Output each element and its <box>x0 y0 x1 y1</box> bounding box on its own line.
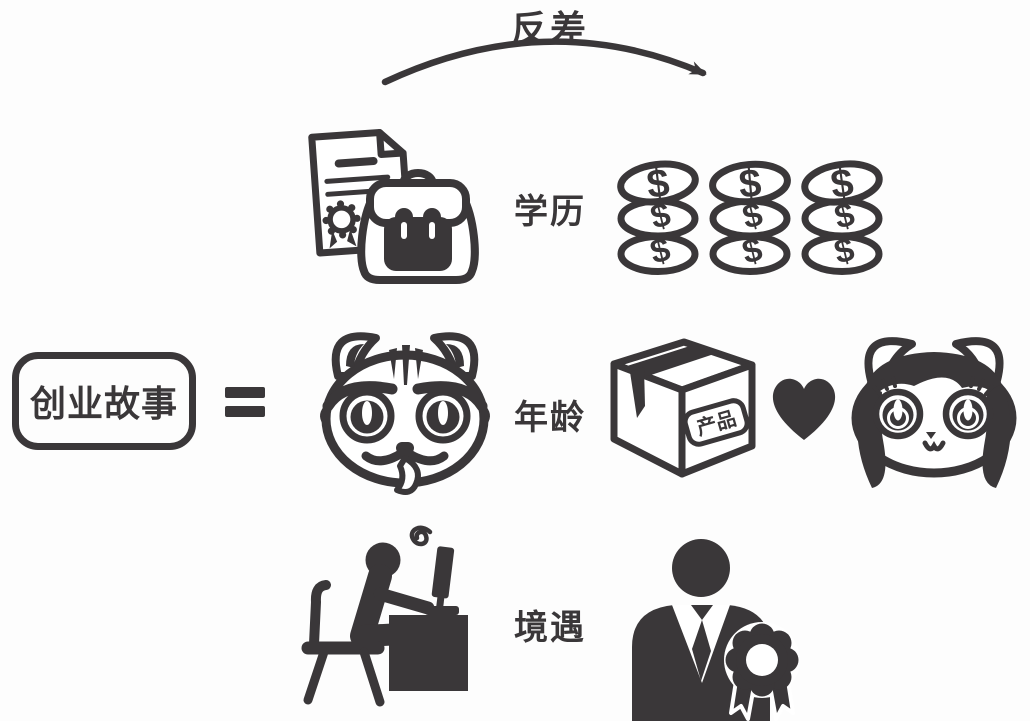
dollar-coin-stacks-icon: $ $ $ $ $ $ $ $ $ <box>617 160 883 275</box>
businessman-head <box>672 539 730 597</box>
girl-mouth <box>922 440 946 452</box>
old-cat-face-icon <box>320 332 490 495</box>
equals-bar <box>225 387 265 398</box>
coin-stack: $ $ $ <box>617 160 699 275</box>
startup-story-label: 创业故事 <box>29 383 178 424</box>
businessman-award-icon <box>632 539 800 721</box>
row-label-circumstance: 境遇 <box>514 609 586 647</box>
packing-tape <box>624 346 714 418</box>
cat-eyes <box>339 388 471 444</box>
row-label-age: 年龄 <box>514 399 586 437</box>
coin-stack: $ $ $ <box>709 160 791 275</box>
mustache <box>361 448 449 466</box>
forehead-stripes <box>389 345 423 385</box>
product-label: 产品 <box>682 398 750 447</box>
chair <box>301 580 385 707</box>
row-label-education: 学历 <box>514 193 586 231</box>
computer-monitor <box>425 546 459 615</box>
startup-story-box: 创业故事 <box>12 352 196 450</box>
diploma-school-bag-icon <box>308 129 479 284</box>
young-cat-girl-icon <box>851 337 1017 488</box>
tie <box>691 605 713 681</box>
girl-eyes <box>872 388 994 440</box>
goatee <box>394 455 421 495</box>
award-rosette <box>724 622 800 721</box>
dollar-sign: $ <box>644 161 671 207</box>
heart-icon <box>772 378 836 440</box>
girl-nose <box>926 432 936 439</box>
bushy-eyebrows <box>320 381 490 426</box>
equals-bar <box>225 406 265 417</box>
frustrated-worker-desk-icon <box>301 525 468 707</box>
coin-stack: $ $ $ <box>801 160 883 275</box>
contrast-arrow-icon <box>381 38 707 86</box>
eyelashes <box>872 376 994 396</box>
school-bag <box>357 169 479 284</box>
desk <box>389 615 468 691</box>
frustration-squiggle <box>409 525 433 547</box>
equals-sign <box>225 387 265 417</box>
product-box-icon: 产品 <box>610 338 756 478</box>
dollar-sign: $ <box>737 161 763 207</box>
